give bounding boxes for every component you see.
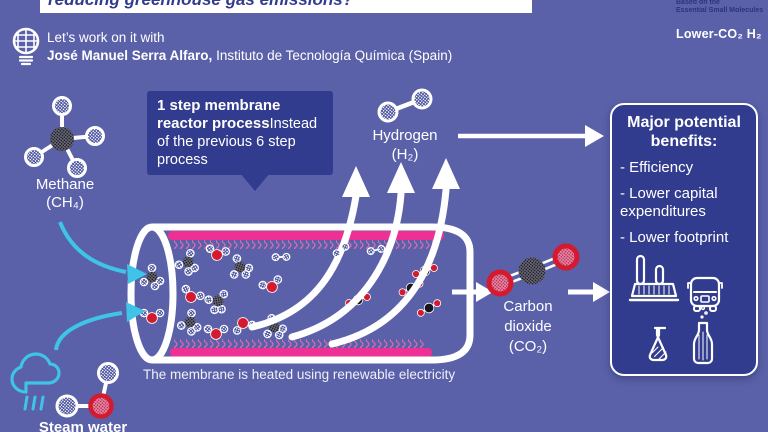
reactor-molecules xyxy=(139,243,444,344)
author-name: José Manuel Serra Alfaro, xyxy=(47,48,213,63)
rain-cloud-icon xyxy=(10,352,61,411)
co2-to-benefits-arrow xyxy=(568,282,610,302)
hydrogen-molecule xyxy=(377,88,433,123)
flask-icon xyxy=(648,326,668,362)
factory-icon xyxy=(628,254,680,302)
brand-program: Lower-CO₂ H₂ xyxy=(676,27,762,41)
lightbulb-icon xyxy=(12,27,40,66)
author-affiliation: Instituto de Tecnología Química (Spain) xyxy=(212,48,453,63)
bubble-text: 1 step membrane reactor processInstead o… xyxy=(157,97,329,169)
benefits-panel: Major potential benefits: - Efficiency -… xyxy=(610,103,758,376)
brand-based-on: Based on the Essential Small Molecules xyxy=(676,0,764,14)
hydrogen-formula: (H₂) xyxy=(391,146,419,163)
intro-line: Let’s work on it with xyxy=(47,30,165,45)
steam-water-label: Steam water xyxy=(38,419,128,432)
co2-label-line1: Carbon xyxy=(503,298,553,315)
bottle-icon xyxy=(692,305,714,365)
steam-water-molecule xyxy=(55,362,119,419)
steam-inlet-arrow xyxy=(54,302,145,351)
co2-formula: (CO₂) xyxy=(508,338,548,355)
benefit-item: - Efficiency xyxy=(620,159,694,176)
membrane-caption: The membrane is heated using renewable e… xyxy=(143,367,456,382)
hydrogen-to-benefits-arrow xyxy=(458,125,604,147)
benefit-item: - Lower footprint xyxy=(620,229,729,246)
methane-inlet-arrow xyxy=(58,221,147,284)
methane-molecule xyxy=(24,96,105,178)
methane-formula: (CH₄) xyxy=(46,194,84,211)
co2-out-arrow xyxy=(452,282,493,302)
author-line: José Manuel Serra Alfaro, Instituto de T… xyxy=(47,48,452,63)
benefits-title: Major potential benefits: xyxy=(627,114,741,150)
benefit-item: - Lower capital expenditures xyxy=(620,185,718,220)
membrane-top xyxy=(168,231,444,249)
membrane-bottom xyxy=(170,339,432,357)
co2-label-line2: dioxide xyxy=(504,318,552,335)
bus-icon xyxy=(687,276,723,312)
methane-label: Methane xyxy=(35,176,95,193)
bubble-rest: Instead of the previous 6 step process xyxy=(157,116,318,168)
hydrogen-label: Hydrogen xyxy=(372,127,438,144)
speech-bubble: 1 step membrane reactor processInstead o… xyxy=(147,91,333,175)
headline-text: reducing greenhouse gas emissions? xyxy=(48,0,353,10)
bubble-highlight: 1 step membrane reactor process xyxy=(157,97,281,132)
reactor-inlet-ellipse xyxy=(127,223,177,364)
headline-bar: reducing greenhouse gas emissions? xyxy=(40,0,532,13)
co2-molecule xyxy=(486,243,580,297)
bubble-tail xyxy=(240,173,270,191)
hydrogen-out-arrows xyxy=(248,158,460,348)
